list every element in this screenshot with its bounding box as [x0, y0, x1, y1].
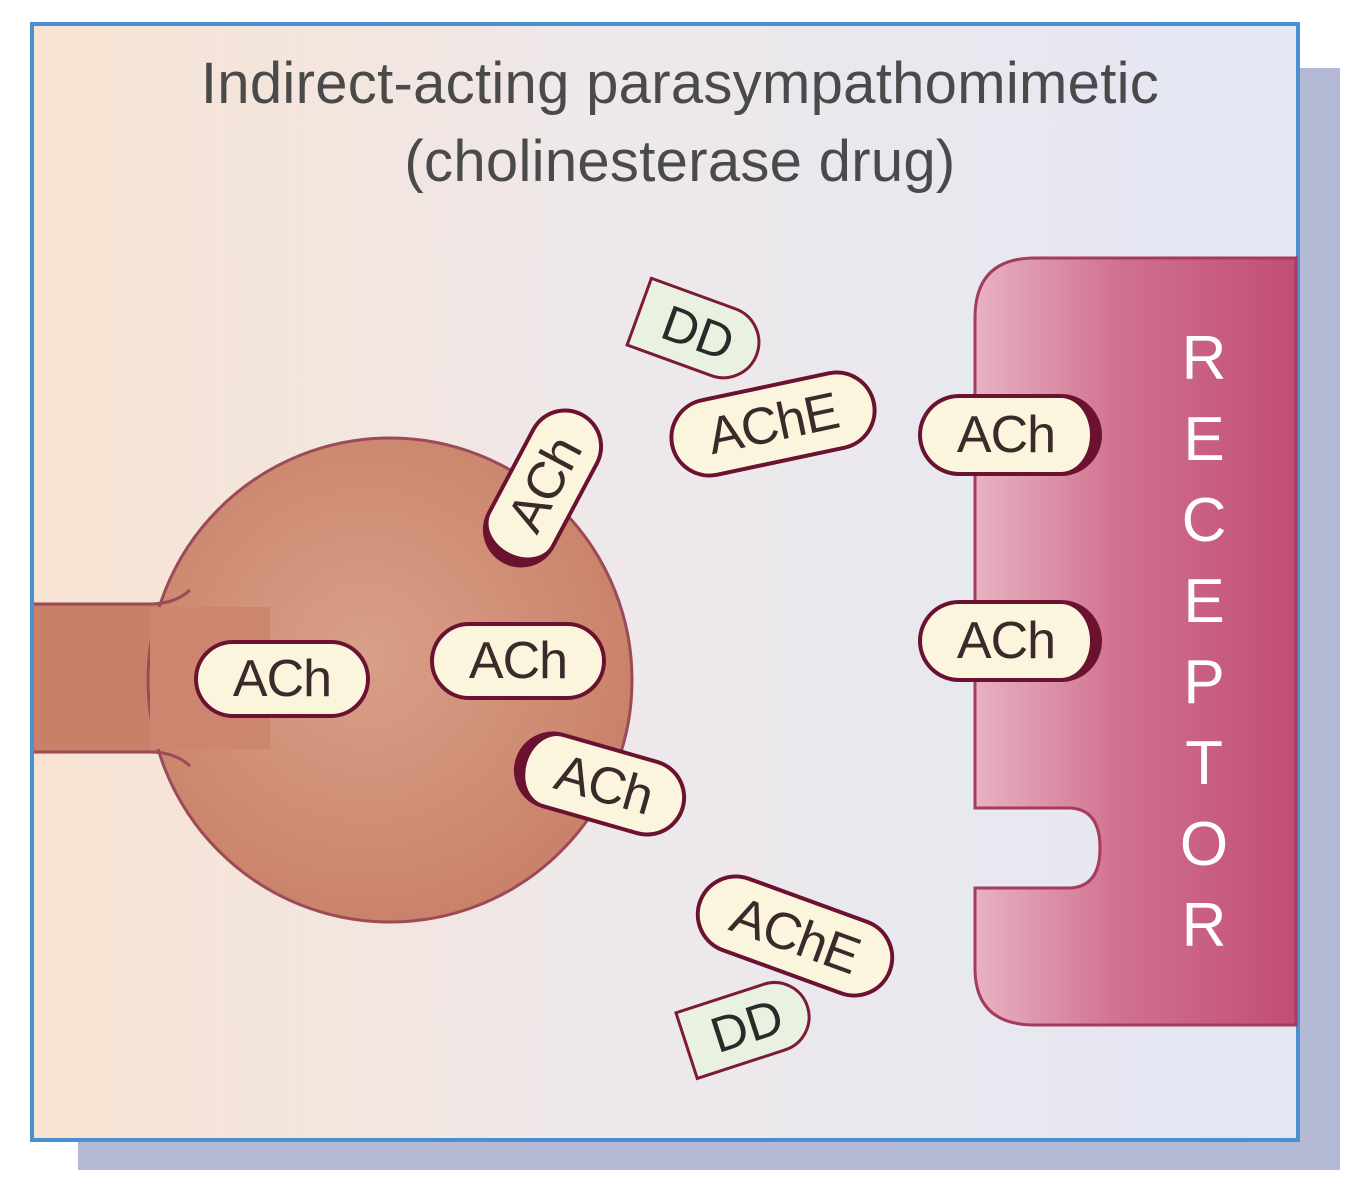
receptor-letter: R: [1181, 324, 1227, 393]
receptor-letter: E: [1183, 405, 1225, 474]
receptor-letter: E: [1183, 567, 1225, 636]
receptor-label: R E C E P T O R: [1174, 318, 1234, 966]
receptor-letter: C: [1181, 486, 1227, 555]
receptor-letter: O: [1179, 810, 1229, 879]
diagram-title: Indirect-acting parasympathomimetic: [200, 51, 1160, 116]
vesicle-ach: ACh: [430, 622, 606, 700]
diagram-subtitle: (cholinesterase drug): [404, 129, 956, 194]
vesicle-ach: ACh: [194, 640, 370, 718]
receptor-bound-ach: ACh: [918, 394, 1102, 476]
receptor-letter: P: [1183, 648, 1225, 717]
receptor-letter: T: [1185, 729, 1223, 798]
receptor-bound-ach: ACh: [918, 600, 1102, 682]
receptor-letter: R: [1181, 891, 1227, 960]
